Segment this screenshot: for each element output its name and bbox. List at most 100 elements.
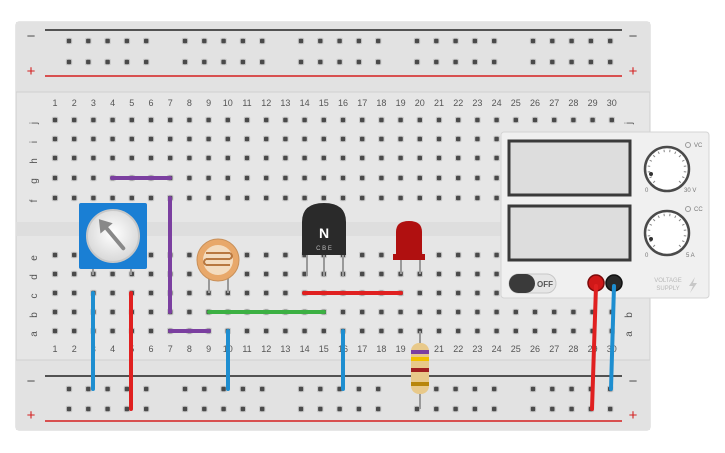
- breadboard-hole[interactable]: [433, 58, 440, 66]
- breadboard-hole[interactable]: [452, 37, 459, 45]
- breadboard-hole[interactable]: [378, 154, 385, 162]
- breadboard-hole[interactable]: [263, 289, 270, 297]
- breadboard-hole[interactable]: [282, 289, 289, 297]
- breadboard-hole[interactable]: [317, 58, 324, 66]
- breadboard-hole[interactable]: [549, 385, 556, 393]
- breadboard-hole[interactable]: [181, 37, 189, 45]
- breadboard-hole[interactable]: [435, 327, 443, 335]
- breadboard-hole[interactable]: [71, 154, 78, 162]
- breadboard-hole[interactable]: [355, 405, 363, 413]
- breadboard-hole[interactable]: [186, 135, 193, 143]
- breadboard-hole[interactable]: [529, 385, 537, 393]
- breadboard-hole[interactable]: [186, 116, 193, 124]
- breadboard-hole[interactable]: [143, 58, 150, 66]
- breadboard-hole[interactable]: [339, 154, 347, 162]
- photoresistor[interactable]: [196, 238, 240, 293]
- breadboard-hole[interactable]: [455, 154, 462, 162]
- breadboard-hole[interactable]: [167, 154, 174, 162]
- breadboard-hole[interactable]: [397, 194, 404, 202]
- breadboard-hole[interactable]: [317, 405, 324, 413]
- breadboard-hole[interactable]: [147, 251, 155, 259]
- breadboard-hole[interactable]: [104, 385, 111, 393]
- breadboard-hole[interactable]: [531, 116, 539, 124]
- breadboard-hole[interactable]: [186, 194, 193, 202]
- voltage-knob[interactable]: [643, 145, 691, 193]
- breadboard-hole[interactable]: [239, 385, 247, 393]
- breadboard-hole[interactable]: [297, 37, 305, 45]
- breadboard-hole[interactable]: [147, 154, 155, 162]
- breadboard-hole[interactable]: [143, 405, 150, 413]
- breadboard-hole[interactable]: [493, 270, 500, 278]
- breadboard-hole[interactable]: [297, 405, 305, 413]
- breadboard-hole[interactable]: [570, 116, 577, 124]
- breadboard-hole[interactable]: [181, 58, 189, 66]
- breadboard-hole[interactable]: [239, 58, 247, 66]
- breadboard-hole[interactable]: [474, 251, 481, 259]
- breadboard-hole[interactable]: [123, 385, 131, 393]
- breadboard-hole[interactable]: [359, 154, 366, 162]
- breadboard-hole[interactable]: [301, 194, 308, 202]
- breadboard-hole[interactable]: [143, 385, 150, 393]
- breadboard-hole[interactable]: [397, 135, 404, 143]
- breadboard-hole[interactable]: [201, 385, 208, 393]
- red-led[interactable]: [393, 221, 425, 274]
- breadboard-hole[interactable]: [109, 135, 116, 143]
- breadboard-hole[interactable]: [263, 154, 270, 162]
- breadboard-hole[interactable]: [167, 116, 174, 124]
- breadboard-hole[interactable]: [359, 251, 366, 259]
- breadboard-hole[interactable]: [224, 135, 231, 143]
- breadboard-hole[interactable]: [320, 154, 327, 162]
- breadboard-hole[interactable]: [474, 289, 481, 297]
- breadboard-hole[interactable]: [259, 58, 266, 66]
- breadboard-hole[interactable]: [109, 289, 116, 297]
- breadboard-hole[interactable]: [474, 154, 481, 162]
- breadboard-hole[interactable]: [607, 405, 614, 413]
- breadboard-hole[interactable]: [339, 194, 347, 202]
- breadboard-hole[interactable]: [51, 174, 59, 182]
- breadboard-hole[interactable]: [243, 251, 251, 259]
- breadboard-hole[interactable]: [607, 58, 614, 66]
- breadboard-hole[interactable]: [263, 327, 270, 335]
- breadboard-hole[interactable]: [397, 154, 404, 162]
- breadboard-hole[interactable]: [71, 327, 78, 335]
- breadboard-hole[interactable]: [90, 154, 97, 162]
- breadboard-hole[interactable]: [359, 327, 366, 335]
- breadboard-hole[interactable]: [147, 327, 155, 335]
- breadboard-hole[interactable]: [65, 58, 73, 66]
- breadboard-hole[interactable]: [186, 251, 193, 259]
- breadboard-hole[interactable]: [243, 327, 251, 335]
- breadboard-hole[interactable]: [336, 405, 343, 413]
- breadboard-hole[interactable]: [104, 405, 111, 413]
- breadboard-hole[interactable]: [512, 116, 519, 124]
- breadboard-hole[interactable]: [433, 385, 440, 393]
- breadboard-hole[interactable]: [301, 154, 308, 162]
- breadboard-hole[interactable]: [493, 116, 500, 124]
- breadboard-hole[interactable]: [282, 174, 289, 182]
- breadboard-hole[interactable]: [147, 194, 155, 202]
- breadboard-hole[interactable]: [416, 154, 423, 162]
- breadboard-hole[interactable]: [416, 194, 423, 202]
- breadboard-hole[interactable]: [220, 405, 227, 413]
- breadboard-hole[interactable]: [378, 327, 385, 335]
- breadboard-hole[interactable]: [491, 37, 498, 45]
- breadboard-hole[interactable]: [104, 58, 111, 66]
- breadboard-hole[interactable]: [186, 308, 193, 316]
- breadboard-hole[interactable]: [243, 174, 251, 182]
- breadboard-hole[interactable]: [493, 308, 500, 316]
- breadboard-hole[interactable]: [147, 135, 155, 143]
- breadboard-hole[interactable]: [301, 135, 308, 143]
- breadboard-hole[interactable]: [397, 116, 404, 124]
- breadboard-hole[interactable]: [147, 289, 155, 297]
- breadboard-hole[interactable]: [104, 37, 111, 45]
- breadboard-hole[interactable]: [493, 174, 500, 182]
- breadboard-hole[interactable]: [282, 270, 289, 278]
- breadboard-hole[interactable]: [607, 37, 614, 45]
- breadboard-hole[interactable]: [359, 270, 366, 278]
- breadboard-hole[interactable]: [282, 327, 289, 335]
- breadboard-hole[interactable]: [378, 174, 385, 182]
- breadboard-hole[interactable]: [339, 135, 347, 143]
- breadboard-hole[interactable]: [297, 385, 305, 393]
- breadboard-hole[interactable]: [455, 174, 462, 182]
- breadboard-hole[interactable]: [378, 270, 385, 278]
- breadboard-hole[interactable]: [71, 289, 78, 297]
